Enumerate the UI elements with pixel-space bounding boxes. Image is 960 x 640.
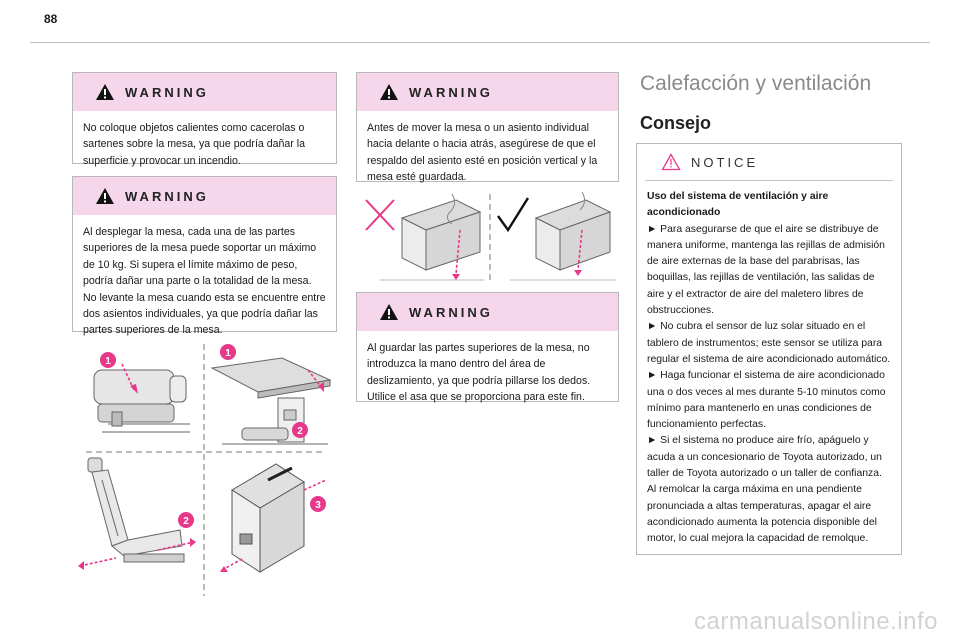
- warning-text: No coloque objetos calientes como cacero…: [83, 122, 306, 167]
- page-number: 88: [44, 12, 58, 26]
- notice-item-5: Al remolcar la carga máxima en una pendi…: [647, 484, 877, 545]
- notice-item-4: ► Si el sistema no produce aire frío, ap…: [647, 435, 882, 480]
- step-badge-1-label: 1: [105, 356, 111, 367]
- console-box-drawing: [231, 463, 305, 573]
- warning-text: Al guardar las partes superiores de la m…: [367, 342, 591, 404]
- warning-header: WARNING: [357, 73, 618, 111]
- notice-item-1: ► Para asegurarse de que el aire se dist…: [647, 223, 885, 317]
- step-badge-1: [100, 352, 116, 368]
- section-title: Calefacción y ventilación: [640, 72, 872, 95]
- notice-box: NOTICE Uso del sistema de ventilación y …: [636, 143, 902, 555]
- warning-title: WARNING: [409, 304, 493, 320]
- notice-item-3: ► Haga funcionar el sistema de aire acon…: [647, 370, 886, 431]
- correct-incorrect-illustration: [365, 191, 616, 282]
- header-divider: [30, 42, 930, 43]
- warning-box-4: WARNING Al guardar las partes superiores…: [356, 292, 619, 403]
- warning-title: WARNING: [125, 84, 209, 100]
- warning-box-2: WARNING Al desplegar la mesa, cada una d…: [72, 176, 337, 336]
- step-badge-3-label: 3: [315, 500, 321, 511]
- cross-icon: [365, 199, 395, 231]
- warning-header: WARNING: [73, 177, 336, 215]
- notice-triangle-icon: [661, 153, 681, 171]
- warning-text: Antes de mover la mesa o un asiento indi…: [367, 122, 598, 184]
- warning-triangle-icon: [380, 84, 398, 100]
- footer-watermark: carmanualsonline.info: [694, 608, 938, 635]
- warning-header: WARNING: [73, 73, 336, 111]
- step-badge-3: [310, 496, 326, 512]
- warning-title: WARNING: [409, 84, 493, 100]
- warning-title: WARNING: [125, 188, 209, 204]
- step-badge-1b-label: 1: [225, 348, 231, 359]
- step-badge-1b: [220, 344, 236, 360]
- warning-triangle-icon: [96, 188, 114, 204]
- warning-header: WARNING: [357, 293, 618, 331]
- warning-triangle-icon: [96, 84, 114, 100]
- deployed-table-drawing: [210, 357, 332, 445]
- reclined-seat-drawing: [87, 457, 185, 563]
- step-badge-2: [292, 422, 308, 438]
- folded-seat-drawing: [93, 369, 190, 433]
- step-badge-2b-label: 2: [183, 516, 189, 527]
- warning-box-1: WARNING No coloque objetos calientes com…: [72, 72, 337, 167]
- console-correct-drawing: [510, 191, 616, 281]
- notice-title: NOTICE: [691, 154, 759, 170]
- notice-heading: Uso del sistema de ventilación y aire ac…: [647, 191, 829, 219]
- notice-header: NOTICE: [637, 144, 901, 180]
- console-wrong-drawing: [380, 193, 484, 281]
- table-seat-illustration: 1 1 2 2 3: [78, 344, 332, 596]
- section-subtitle: Consejo: [640, 113, 712, 133]
- step-badge-2b: [178, 512, 194, 528]
- notice-body: Uso del sistema de ventilación y aire ac…: [637, 181, 901, 556]
- step-badge-2-label: 2: [297, 426, 303, 437]
- check-icon: [497, 197, 530, 233]
- warning-text: Al desplegar la mesa, cada una de las pa…: [83, 226, 326, 337]
- notice-item-2: ► No cubra el sensor de luz solar situad…: [647, 321, 891, 365]
- notice-divider: [645, 180, 893, 181]
- warning-box-3: WARNING Antes de mover la mesa o un asie…: [356, 72, 619, 183]
- warning-triangle-icon: [380, 304, 398, 320]
